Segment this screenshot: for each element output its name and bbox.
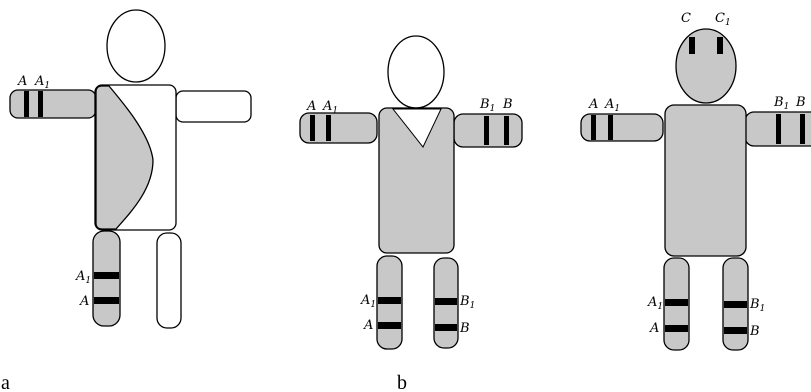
figure-a-label-A: A	[17, 74, 27, 89]
figure-b-left-leg-band-A1	[378, 297, 401, 304]
figure-c-label-A1: A1	[604, 97, 620, 114]
figure-c-label-B1: B1	[773, 95, 789, 112]
figure-a-left-arm-band-A	[24, 91, 29, 117]
figure-c-right-leg-band-B1	[724, 301, 747, 308]
figure-a-caption: a	[1, 372, 10, 392]
figure-b-right-arm-band-B	[504, 116, 509, 145]
figure-b-leg-label-A1: A1	[360, 293, 376, 310]
figure-c-label-A: A	[588, 97, 598, 112]
figure-b-label-B: B	[502, 97, 513, 112]
figure-c-torso	[664, 104, 747, 257]
figure-b-head	[387, 35, 445, 109]
figure-c-head-label-C: C	[681, 11, 691, 26]
figure-c-head	[675, 28, 737, 104]
figure-c-leg-label-A1: A1	[647, 295, 663, 312]
figure-b-left-arm	[299, 112, 378, 144]
figure-a-right-leg	[156, 232, 182, 329]
figure-a-leg-band-A	[94, 297, 119, 304]
figure-c-left-leg-band-A	[665, 325, 688, 332]
figure-b-right-leg-band-B	[435, 324, 457, 331]
figure-c-head-band-C1	[717, 37, 723, 54]
figure-b-caption: b	[397, 372, 407, 392]
figure-c-right-arm-band-B	[800, 114, 805, 144]
figure-b-left-arm-band-A1	[326, 115, 331, 141]
figure-a-head	[106, 9, 166, 83]
figure-c-leg-label-A: A	[649, 321, 659, 336]
figure-b-torso	[378, 107, 455, 254]
figure-c-head-label-C1: C1	[715, 11, 731, 28]
figure-a-leg-label-A1: A1	[75, 269, 91, 286]
figure-c-leg-label-B1: B1	[749, 297, 765, 314]
figure-c-left-arm-band-A1	[608, 115, 613, 140]
figure-b: A A1 B1 B A1 A B1 B b	[299, 35, 523, 392]
figure-b-torso-collar	[391, 108, 442, 148]
figure-c-head-band-C	[689, 37, 695, 54]
figure-a-left-arm	[9, 89, 97, 119]
figure-c-left-leg-band-A1	[665, 299, 688, 306]
figure-c: C C1 A A1 B1 B A1 A B1 B	[580, 11, 811, 351]
figure-c-right-leg-band-B	[724, 327, 747, 334]
figure-b-left-leg-band-A	[378, 322, 401, 329]
figure-a-label-A1: A1	[34, 74, 50, 91]
figure-b-right-leg-band-B1	[435, 298, 457, 305]
figure-c-left-arm-band-A	[591, 115, 596, 140]
figure-b-label-B1: B1	[479, 97, 495, 114]
figure-b-leg-label-A: A	[363, 318, 373, 333]
figure-b-label-A1: A1	[322, 99, 338, 116]
figure-b-left-arm-band-A	[310, 115, 315, 141]
figure-c-left-arm	[580, 113, 664, 142]
figure-a-leg-label-A: A	[79, 294, 89, 309]
figure-c-leg-label-B: B	[749, 324, 760, 339]
figure-a: A A1 A1 A a	[1, 9, 252, 392]
figure-b-leg-label-B1: B1	[459, 294, 475, 311]
figure-a-left-arm-band-A1	[38, 91, 43, 117]
figure-a-leg-band-A1	[94, 272, 119, 279]
figure-a-torso-shaded-region	[95, 85, 154, 230]
figure-c-right-arm-band-B1	[776, 114, 781, 144]
figure-c-label-B: B	[795, 95, 806, 110]
figure-b-right-arm-band-B1	[484, 116, 489, 145]
figure-b-label-A: A	[306, 99, 316, 114]
figure-b-leg-label-B: B	[459, 321, 470, 336]
figure-a-right-arm	[175, 90, 252, 123]
